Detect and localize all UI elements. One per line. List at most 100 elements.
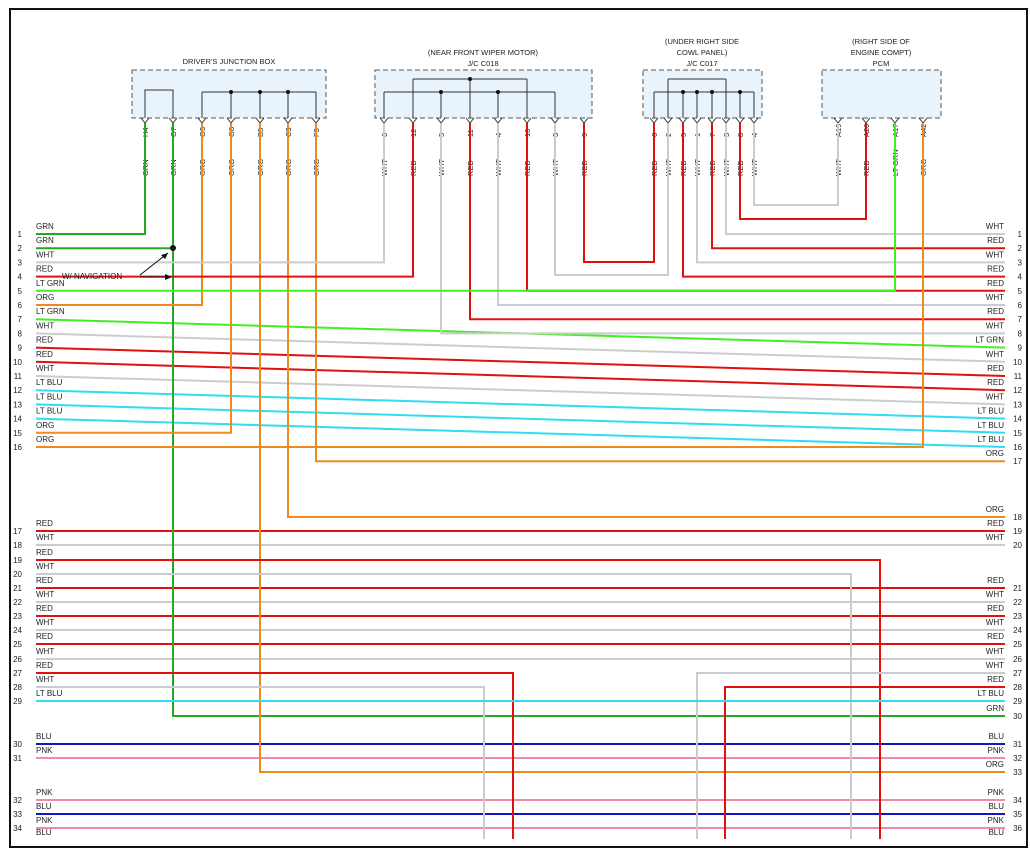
- pcm-title-line: ENGINE COMPT): [851, 48, 912, 57]
- left-row-label: PNK: [36, 788, 53, 797]
- right-row-number: 6: [1018, 301, 1023, 310]
- wire-c018-6: [36, 123, 385, 264]
- left-row-label: PNK: [36, 746, 53, 755]
- left-row-label: LT GRN: [36, 307, 65, 316]
- wire-c018-9: [583, 123, 655, 263]
- right-row-label: ORG: [986, 505, 1004, 514]
- right-row-number: 29: [1013, 697, 1022, 706]
- left-row-label: WHT: [36, 590, 54, 599]
- right-row-label: WHT: [986, 250, 1004, 259]
- left-row-label: RED: [36, 632, 53, 641]
- right-row-label: GRN: [986, 704, 1004, 713]
- left-row-number: 3: [18, 258, 23, 267]
- left-row-number: 34: [13, 824, 22, 833]
- left-row-label: WHT: [36, 364, 54, 373]
- left-row-label: RED: [36, 576, 53, 585]
- pin-terminal: [379, 117, 389, 124]
- left-row-number: 2: [18, 244, 23, 253]
- left-row-label: BLU: [36, 828, 52, 837]
- left-row-number: 9: [18, 344, 23, 353]
- right-row-number: 30: [1013, 712, 1022, 721]
- right-row-label: RED: [987, 519, 1004, 528]
- left-row-number: 19: [13, 556, 22, 565]
- left-row-number: 28: [13, 683, 22, 692]
- wire-c017-1: [696, 123, 1005, 264]
- right-row-label: WHT: [986, 350, 1004, 359]
- left-row-number: 32: [13, 796, 22, 805]
- left-row-number: 22: [13, 598, 22, 607]
- through-wire: [35, 360, 1006, 392]
- right-row-number: 27: [1013, 669, 1022, 678]
- wire-c018-12: [36, 123, 414, 278]
- right-row-number: 34: [1013, 796, 1022, 805]
- pin-terminal: [749, 117, 759, 124]
- left-row-number: 25: [13, 640, 22, 649]
- pin-terminal: [721, 117, 731, 124]
- wire-c017-4: [753, 123, 839, 206]
- left-row-number: 12: [13, 386, 22, 395]
- left-row-number: 21: [13, 584, 22, 593]
- right-row-label: RED: [987, 307, 1004, 316]
- through-wire: [35, 417, 1006, 448]
- right-row-number: 2: [1018, 244, 1023, 253]
- right-row-label: RED: [987, 576, 1004, 585]
- right-row-label: ORG: [986, 760, 1004, 769]
- left-row-label: RED: [36, 548, 53, 557]
- c017-title-line: J/C C017: [686, 59, 717, 68]
- wire-g8: [36, 123, 232, 434]
- left-row-label: RED: [36, 265, 53, 274]
- splice-dot: [439, 90, 443, 94]
- wire-g7: [172, 123, 1005, 717]
- left-row-label: WHT: [36, 647, 54, 656]
- left-row-number: 4: [18, 273, 23, 282]
- wire-c017-5: [682, 123, 1005, 278]
- left-row-number: 29: [13, 697, 22, 706]
- wire-c018-10: [526, 123, 1005, 292]
- right-row-label: WHT: [986, 590, 1004, 599]
- left-row-label: RED: [36, 661, 53, 670]
- navigation-note: W/ NAVIGATION: [62, 272, 122, 281]
- right-row-number: 11: [1014, 372, 1023, 381]
- right-row-number: 16: [1013, 443, 1022, 452]
- through-wire: [35, 346, 1006, 377]
- left-row-label: LT BLU: [36, 378, 63, 387]
- pin-terminal: [918, 117, 928, 124]
- wire-c017-7: [711, 123, 1005, 250]
- c017-box: [642, 69, 763, 119]
- pin-terminal: [436, 117, 446, 124]
- left-row-number: 15: [13, 429, 22, 438]
- left-row-number: 27: [13, 669, 22, 678]
- left-row-number: 7: [18, 315, 23, 324]
- right-row-number: 9: [1018, 344, 1023, 353]
- right-row-number: 19: [1013, 527, 1022, 536]
- splice-dot: [496, 90, 500, 94]
- left-row-number: 20: [13, 570, 22, 579]
- through-wire: [35, 389, 1006, 420]
- right-row-label: RED: [987, 236, 1004, 245]
- right-row-label: RED: [987, 632, 1004, 641]
- left-row-number: 18: [13, 541, 22, 550]
- left-row-label: GRN: [36, 222, 54, 231]
- right-row-label: BLU: [988, 802, 1004, 811]
- right-row-label: RED: [987, 364, 1004, 373]
- c017-title-line: COWL PANEL): [677, 48, 728, 57]
- right-row-number: 4: [1018, 273, 1023, 282]
- pin-terminal: [408, 117, 418, 124]
- wire-b5: [259, 123, 1005, 773]
- pin-terminal: [283, 117, 293, 124]
- c018-title-line: J/C C018: [467, 59, 498, 68]
- splice-dot: [695, 90, 699, 94]
- djb-title-line: DRIVER'S JUNCTION BOX: [183, 57, 276, 66]
- right-row-number: 13: [1013, 400, 1022, 409]
- pin-terminal: [465, 117, 475, 124]
- pin-terminal: [255, 117, 265, 124]
- wire-pcm-a42: [36, 123, 924, 448]
- right-row-label: LT BLU: [978, 407, 1005, 416]
- left-row-label: LT GRN: [36, 279, 65, 288]
- left-row-label: GRN: [36, 236, 54, 245]
- left-row-label: BLU: [36, 732, 52, 741]
- wire-right27-run: [696, 672, 1005, 839]
- left-row-label: PNK: [36, 816, 53, 825]
- left-row-label: RED: [36, 604, 53, 613]
- right-row-number: 26: [1013, 655, 1022, 664]
